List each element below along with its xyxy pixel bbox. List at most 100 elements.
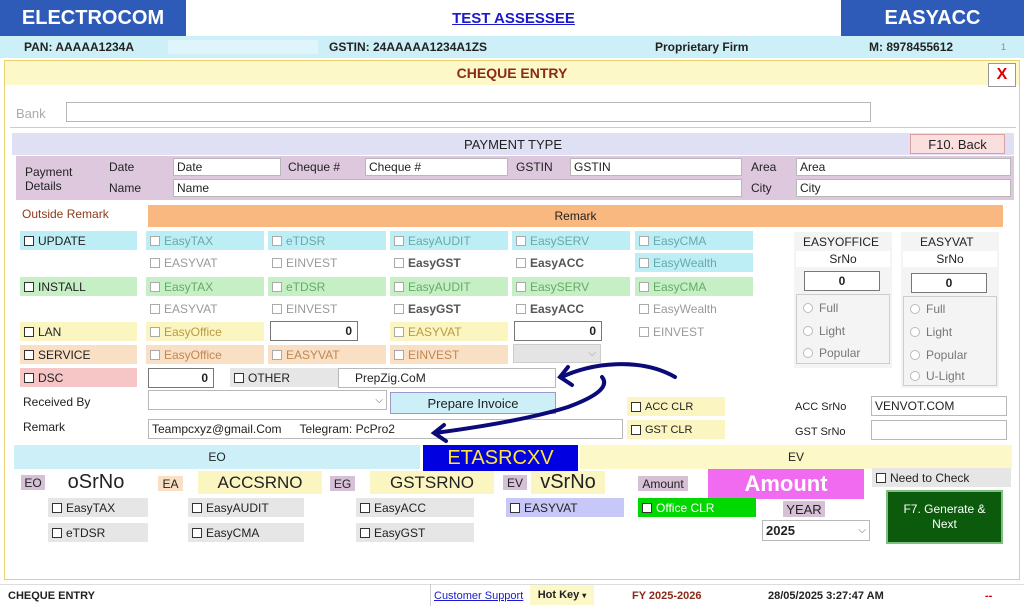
bottom-easycma-checkbox[interactable]: EasyCMA: [188, 523, 304, 542]
other-checkbox[interactable]: OTHER: [230, 368, 340, 387]
generate-next-button[interactable]: F7. Generate & Next: [886, 490, 1003, 544]
assessee-bar: TEST ASSESSEE: [186, 0, 841, 36]
chevron-down-icon: ⌵: [858, 525, 866, 536]
datetime-text: 28/05/2025 3:27:47 AM: [768, 590, 884, 602]
gst-srno-input[interactable]: [871, 420, 1007, 440]
remark-label: Remark: [23, 420, 66, 434]
lan-easyoffice[interactable]: EasyOffice: [146, 322, 264, 341]
page-number: 1: [1001, 42, 1007, 52]
etasrcxv-badge: ETASRCXV: [423, 445, 578, 471]
prepare-invoice-button[interactable]: Prepare Invoice: [390, 392, 556, 414]
install-einvest[interactable]: EINVEST: [268, 299, 386, 318]
lan-checkbox[interactable]: LAN: [20, 322, 137, 341]
bank-input[interactable]: [66, 102, 871, 122]
arrow-stroke-top: [560, 362, 677, 379]
easyoffice-full-radio[interactable]: Full: [803, 301, 838, 315]
lan-einvest[interactable]: EINVEST: [635, 322, 753, 341]
customer-support-link[interactable]: Customer Support: [434, 590, 524, 602]
update-checkbox[interactable]: UPDATE: [20, 231, 137, 250]
service-dropdown[interactable]: ⌵: [513, 344, 601, 363]
easyvat-srno[interactable]: 0: [911, 273, 987, 293]
update-easycma[interactable]: EasyCMA: [635, 231, 753, 250]
easyvat-popular-radio[interactable]: Popular: [910, 348, 967, 362]
bottom-etdsr-checkbox[interactable]: eTDSR: [48, 523, 148, 542]
assessee-link[interactable]: TEST ASSESSEE: [452, 9, 575, 27]
close-button[interactable]: X: [988, 63, 1016, 87]
main-frame: [4, 60, 1020, 580]
gstin-input[interactable]: GSTIN: [570, 158, 742, 176]
acc-clr-checkbox[interactable]: ACC CLR: [627, 397, 725, 416]
bottom-easyacc-checkbox[interactable]: EasyACC: [356, 498, 474, 517]
date-input[interactable]: Date: [173, 158, 281, 176]
lan-count-a[interactable]: 0: [270, 321, 358, 341]
cheque-label: Cheque #: [288, 160, 341, 174]
bottom-easygst-checkbox[interactable]: EasyGST: [356, 523, 474, 542]
hot-key-menu[interactable]: Hot Key▾: [530, 585, 594, 605]
update-easyserv[interactable]: EasySERV: [512, 231, 630, 250]
service-easyvat[interactable]: EASYVAT: [268, 345, 386, 364]
update-easyaudit[interactable]: EasyAUDIT: [390, 231, 508, 250]
update-easygst[interactable]: EasyGST: [390, 253, 508, 272]
remark-header: Remark: [148, 205, 1003, 227]
service-einvest[interactable]: EINVEST: [390, 345, 508, 364]
status-divider: [430, 584, 431, 606]
name-input[interactable]: Name: [173, 179, 742, 197]
update-easyacc[interactable]: EasyACC: [512, 253, 630, 272]
install-easyacc[interactable]: EasyACC: [512, 299, 630, 318]
easyvat-ulight-radio[interactable]: U-Light: [910, 369, 965, 383]
city-input[interactable]: City: [796, 179, 1011, 197]
received-by-select[interactable]: ⌵: [148, 390, 387, 410]
easyvat-light-radio[interactable]: Light: [910, 325, 952, 339]
install-easycma[interactable]: EasyCMA: [635, 277, 753, 296]
bottom-easytax-checkbox[interactable]: EasyTAX: [48, 498, 148, 517]
update-einvest[interactable]: EINVEST: [268, 253, 386, 272]
bottom-easyvat-checkbox[interactable]: EASYVAT: [506, 498, 624, 517]
install-etdsr[interactable]: eTDSR: [268, 277, 386, 296]
year-select[interactable]: 2025⌵: [762, 520, 870, 541]
gst-clr-checkbox[interactable]: GST CLR: [627, 420, 725, 439]
dsc-count[interactable]: 0: [148, 368, 214, 388]
area-input[interactable]: Area: [796, 158, 1011, 176]
install-easyvat[interactable]: EASYVAT: [146, 299, 264, 318]
back-button[interactable]: F10. Back: [910, 134, 1005, 154]
amount-value: Amount: [708, 469, 864, 499]
lan-easyvat[interactable]: EASYVAT: [390, 322, 508, 341]
easyoffice-popular-radio[interactable]: Popular: [803, 346, 860, 360]
status-dashes: --: [985, 590, 993, 602]
easyvat-srno-label: SrNo: [903, 251, 997, 267]
service-checkbox[interactable]: SERVICE: [20, 345, 137, 364]
need-to-check-checkbox[interactable]: Need to Check: [872, 468, 1011, 487]
year-tag: YEAR: [783, 501, 825, 517]
update-easyvat[interactable]: EASYVAT: [146, 253, 264, 272]
install-checkbox[interactable]: INSTALL: [20, 277, 137, 296]
area-label: Area: [751, 160, 777, 174]
install-easywealth[interactable]: EasyWealth: [635, 299, 753, 318]
easyvat-title: EASYVAT: [920, 235, 974, 249]
easyvat-full-radio[interactable]: Full: [910, 302, 945, 316]
update-easytax[interactable]: EasyTAX: [146, 231, 264, 250]
divider: [10, 127, 1016, 128]
easyoffice-srno[interactable]: 0: [804, 271, 880, 291]
install-easytax[interactable]: EasyTAX: [146, 277, 264, 296]
bottom-easyaudit-checkbox[interactable]: EasyAUDIT: [188, 498, 304, 517]
install-easyaudit[interactable]: EasyAUDIT: [390, 277, 508, 296]
outside-remark-label: Outside Remark: [22, 207, 109, 221]
lan-count-b[interactable]: 0: [514, 321, 602, 341]
update-etdsr[interactable]: eTDSR: [268, 231, 386, 250]
install-easygst[interactable]: EasyGST: [390, 299, 508, 318]
other-input[interactable]: PrepZig.CoM: [338, 368, 556, 388]
firm-type-text: Proprietary Firm: [655, 40, 749, 54]
acc-srno-label: ACC SrNo: [795, 401, 847, 413]
service-easyoffice[interactable]: EasyOffice: [146, 345, 264, 364]
cheque-input[interactable]: Cheque #: [365, 158, 508, 176]
install-easyserv[interactable]: EasySERV: [512, 277, 630, 296]
vsrno-value: vSrNo: [531, 471, 605, 494]
acc-srno-input[interactable]: VENVOT.COM: [871, 396, 1007, 416]
update-easywealth[interactable]: EasyWealth: [635, 253, 753, 272]
easyoffice-light-radio[interactable]: Light: [803, 324, 845, 338]
dsc-checkbox[interactable]: DSC: [20, 368, 137, 387]
payment-details-label: Payment Details: [25, 165, 73, 193]
office-clr-checkbox[interactable]: Office CLR: [638, 498, 756, 517]
payment-type-bar: PAYMENT TYPE: [12, 133, 1014, 155]
caret-down-icon: ▾: [582, 590, 587, 600]
